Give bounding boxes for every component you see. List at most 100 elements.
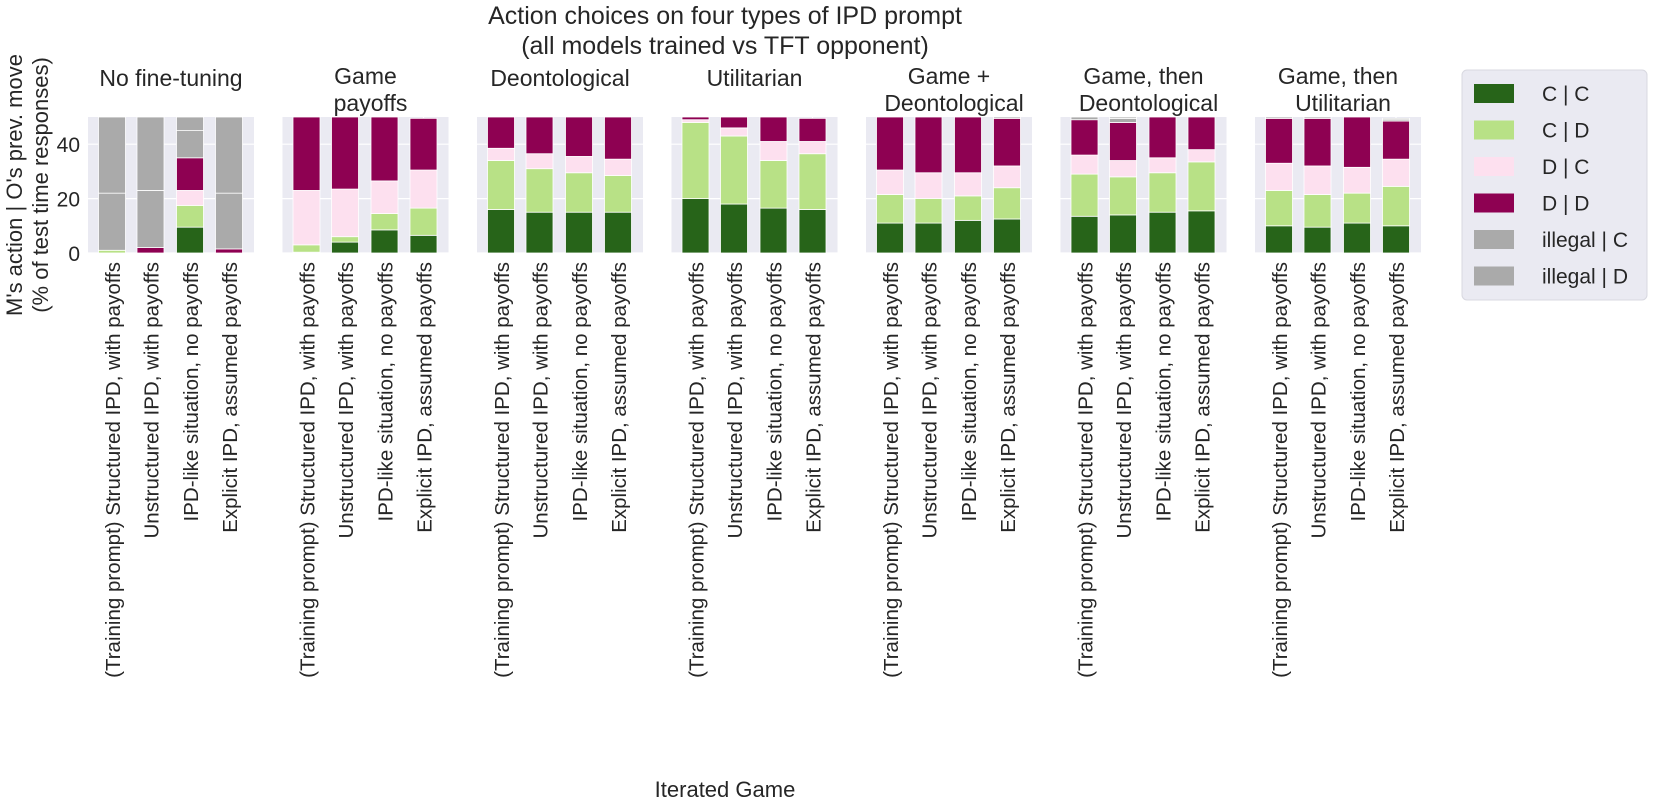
bar-segment-cc xyxy=(798,209,827,254)
bar-segment-dd xyxy=(525,116,554,155)
panel-title: payoffs xyxy=(334,90,408,116)
bar-segment-dc xyxy=(1148,157,1177,174)
bar-segment-cc xyxy=(914,222,943,254)
legend-label: D | D xyxy=(1542,193,1589,216)
legend-swatch-dc xyxy=(1474,157,1514,176)
bar-segment-cc xyxy=(954,219,982,254)
x-category-label: IPD-like situation, no payoffs xyxy=(1347,262,1370,521)
bar-segment-illegal-c xyxy=(1265,116,1293,119)
legend-swatch-cd xyxy=(1474,120,1514,140)
bar-segment-cc xyxy=(1303,226,1332,254)
bar-segment-illegal-d xyxy=(176,116,204,131)
bar-segment-illegal-d xyxy=(1109,116,1137,119)
bar-segment-cc xyxy=(759,207,788,254)
panel-title: Game xyxy=(334,63,397,89)
x-category-label: (Training prompt) Structured IPD, with p… xyxy=(1075,262,1098,678)
bar-segment-cd xyxy=(681,122,710,200)
bar-segment-dd xyxy=(914,116,943,174)
legend-swatch-cc xyxy=(1474,84,1514,103)
bar-segment-dc xyxy=(759,141,788,161)
x-category-label: Explicit IPD, assumed payoffs xyxy=(608,262,631,533)
bar-segment-cd xyxy=(565,172,593,213)
bar-segment-dd xyxy=(370,116,399,182)
bar-segment-cc xyxy=(604,211,632,254)
bar-segment-dd xyxy=(759,116,788,142)
bar-segment-illegal-d xyxy=(1382,117,1410,121)
x-category-label: Unstructured IPD, with payoffs xyxy=(141,262,164,539)
legend-label: C | C xyxy=(1542,83,1589,106)
x-category-label: (Training prompt) Structured IPD, with p… xyxy=(686,262,709,678)
bar-segment-dc xyxy=(681,119,710,123)
bar-segment-dd xyxy=(136,247,165,254)
bar-segment-dc xyxy=(370,180,399,214)
bar-segment-dc xyxy=(1303,165,1332,195)
x-category-label: (Training prompt) Structured IPD, with p… xyxy=(491,262,514,678)
x-category-label: IPD-like situation, no payoffs xyxy=(180,262,203,521)
bar-segment-dc xyxy=(1109,160,1137,178)
bar-segment-cd xyxy=(331,236,359,243)
x-category-label: (Training prompt) Structured IPD, with p… xyxy=(297,262,320,678)
x-category-label: (Training prompt) Structured IPD, with p… xyxy=(1269,262,1292,678)
bar-segment-dc xyxy=(720,127,748,137)
bar-segment-cd xyxy=(1187,161,1216,212)
y-tick-label: 20 xyxy=(57,189,80,212)
x-category-label: Unstructured IPD, with payoffs xyxy=(919,262,942,539)
bar-segment-cc xyxy=(1265,225,1293,254)
x-category-label: Unstructured IPD, with payoffs xyxy=(530,262,553,539)
panel-title: Deontological xyxy=(1079,90,1218,116)
bar-segment-cc xyxy=(565,211,593,254)
bar-segment-dd xyxy=(487,116,515,149)
bar-segment-dd xyxy=(1265,117,1293,164)
bar-segment-cd xyxy=(1382,185,1410,227)
bar-segment-cd xyxy=(98,249,126,254)
bar-segment-dd xyxy=(604,116,632,160)
panel-title: Deontological xyxy=(490,65,629,91)
bar-segment-dc xyxy=(798,141,827,155)
bar-segment-dd xyxy=(1148,116,1177,159)
bar-segment-cc xyxy=(1343,222,1371,254)
x-category-label: Explicit IPD, assumed payoffs xyxy=(803,262,826,533)
bar-segment-cc xyxy=(720,203,748,254)
bar-segment-dd xyxy=(1382,120,1410,160)
bar-segment-dc xyxy=(1187,149,1216,163)
bar-segment-cc xyxy=(1382,225,1410,254)
bar-segment-dc xyxy=(1343,166,1371,194)
bar-segment-dc xyxy=(1265,162,1293,191)
bar-segment-dd xyxy=(292,116,321,191)
y-tick-label: 40 xyxy=(57,134,80,157)
legend-swatch-illegal-c xyxy=(1474,230,1514,249)
bar-segment-dd xyxy=(565,116,593,157)
bar-segment-cc xyxy=(176,226,204,254)
bar-segment-cd xyxy=(1148,172,1177,213)
legend-label: D | C xyxy=(1542,156,1589,179)
chart-title-line-2: (all models trained vs TFT opponent) xyxy=(521,32,929,60)
bar-segment-dc xyxy=(876,169,904,195)
bar-segment-dd xyxy=(993,117,1021,167)
bar-segment-illegal-c xyxy=(1109,117,1137,123)
x-category-label: IPD-like situation, no payoffs xyxy=(375,262,398,521)
bar-segment-cc xyxy=(487,209,515,254)
y-tick-label: 0 xyxy=(68,243,80,266)
bar-segment-cd xyxy=(993,187,1021,220)
x-axis-label: Iterated Game xyxy=(655,777,796,802)
bar-segment-cd xyxy=(1303,194,1332,228)
bar-segment-cd xyxy=(1070,173,1099,217)
bar-segment-dd xyxy=(1187,116,1216,151)
bar-segment-dc xyxy=(176,190,204,206)
bar-segment-illegal-c xyxy=(215,192,243,250)
bar-segment-cd xyxy=(798,153,827,210)
bar-segment-cc xyxy=(993,218,1021,254)
panel-title: Utilitarian xyxy=(707,65,803,91)
bar-segment-dd xyxy=(176,157,204,191)
bar-segment-illegal-c xyxy=(1303,116,1332,119)
bar-segment-dd xyxy=(720,116,748,129)
x-category-label: (Training prompt) Structured IPD, with p… xyxy=(880,262,903,678)
bar-segment-cc xyxy=(1109,214,1137,254)
x-category-label: Unstructured IPD, with payoffs xyxy=(335,262,358,539)
bar-segment-illegal-c xyxy=(98,192,126,251)
bar-segment-cd xyxy=(1109,176,1137,216)
bar-segment-cc xyxy=(409,234,438,254)
panel-title: Game + xyxy=(908,63,990,89)
bar-segment-cd xyxy=(487,160,515,210)
bar-segment-dc xyxy=(914,172,943,199)
